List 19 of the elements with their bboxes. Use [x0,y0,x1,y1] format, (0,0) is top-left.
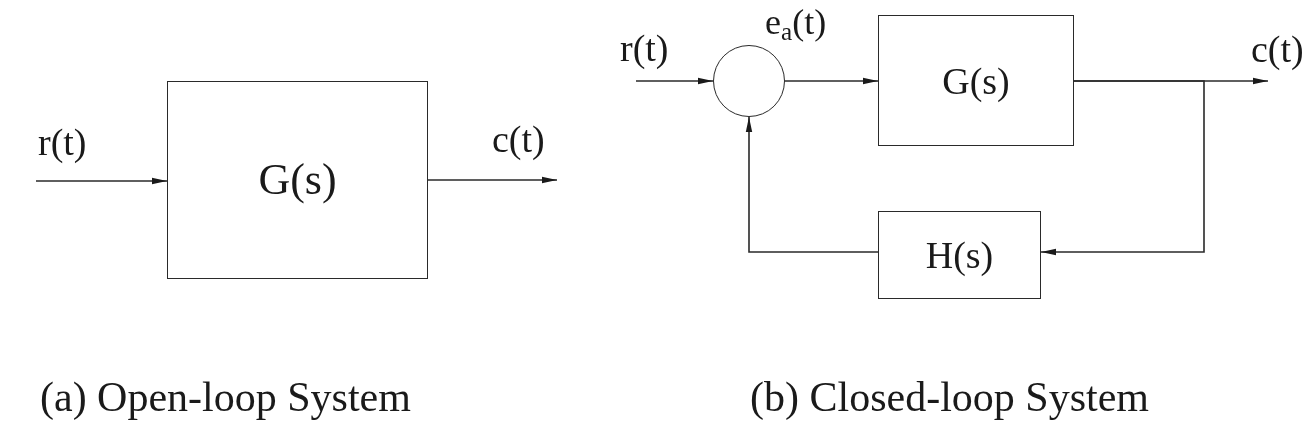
subfigure-caption: (b) Closed-loop System [750,376,1149,418]
transfer-function-block [878,15,1074,146]
transfer-function-label: G(s) [942,61,1010,100]
subfigure-caption: (a) Open-loop System [40,376,411,418]
transfer-function-block [878,211,1041,299]
signal-label: r(t) [38,123,87,161]
transfer-function-label: G(s) [258,158,337,202]
arrow [745,116,879,253]
arrow [35,177,168,185]
arrow [784,77,879,85]
arrow [1040,80,1205,256]
signal-label: c(t) [1251,30,1304,68]
signal-label: r(t) [620,29,669,67]
signal-label: e$_{a}$(t) [765,4,827,40]
signal-label: c(t) [492,120,545,158]
arrow [635,77,714,85]
arrow [427,176,558,184]
transfer-function-label: H(s) [925,236,994,274]
transfer-function-block [167,81,428,279]
